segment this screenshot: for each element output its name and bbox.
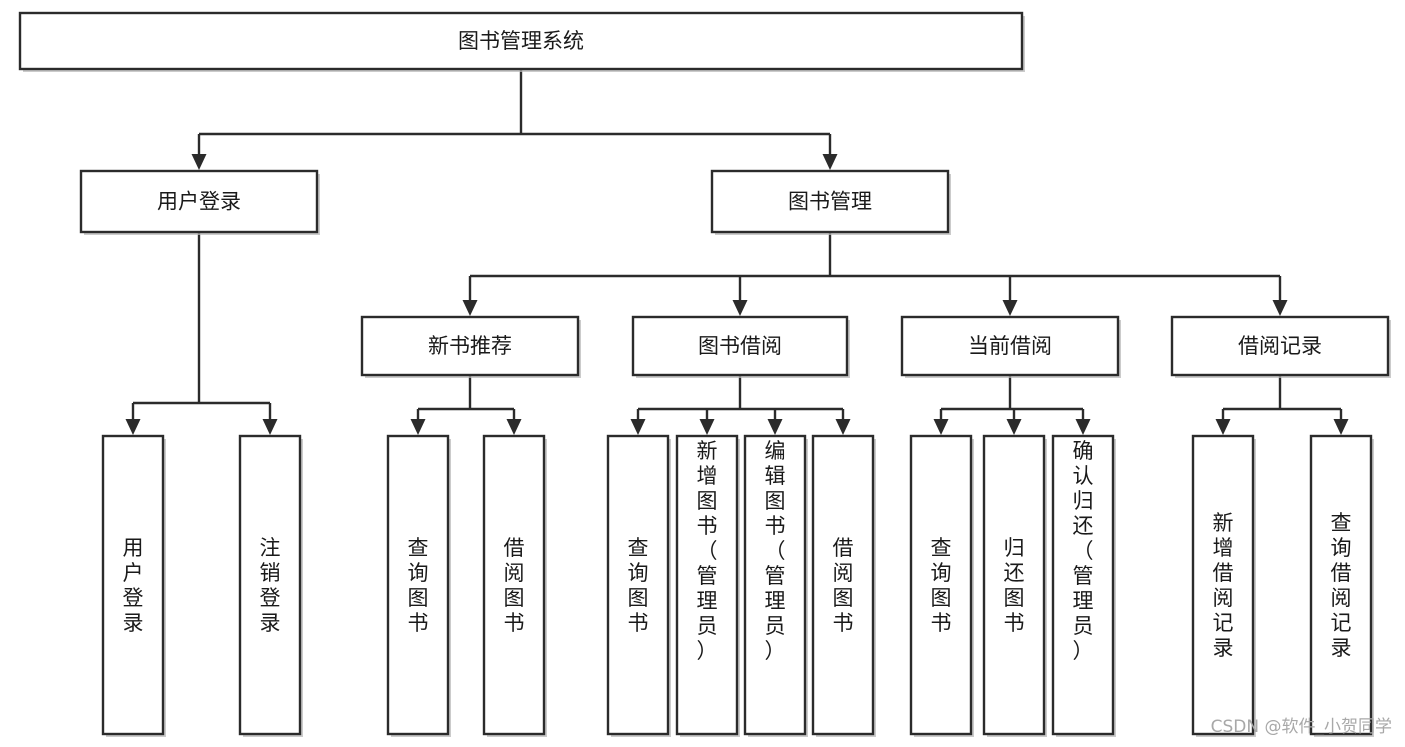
arrow-head-icon xyxy=(410,419,426,435)
node-label-vertical: 注销登录 xyxy=(260,536,281,635)
node-user-login[interactable]: 用户登录 xyxy=(79,169,320,235)
node-root[interactable]: 图书管理系统 xyxy=(18,11,1025,72)
node-box[interactable] xyxy=(238,434,302,736)
node-box[interactable] xyxy=(606,434,670,736)
connector-edge-recommend-group xyxy=(410,375,522,435)
node-box[interactable] xyxy=(18,11,1024,71)
connector-edge-userlogin-group xyxy=(125,232,278,435)
node-box[interactable] xyxy=(482,434,546,736)
arrow-head-icon xyxy=(462,300,478,316)
node-leaf-rec-borrow-book[interactable]: 借阅图书 xyxy=(482,434,547,737)
arrow-head-icon xyxy=(1215,419,1231,435)
node-leaf-borrow-query-book[interactable]: 查询图书 xyxy=(606,434,671,737)
node-label-vertical: 确认归还（管理员） xyxy=(1073,439,1094,663)
node-label-vertical: 借阅图书 xyxy=(504,536,525,635)
arrow-head-icon xyxy=(822,154,838,170)
arrow-head-icon xyxy=(125,419,141,435)
node-label-vertical: 查询图书 xyxy=(628,536,649,635)
node-leaf-user-logout[interactable]: 注销登录 xyxy=(238,434,303,737)
node-label-vertical: 新增图书（管理员） xyxy=(697,439,718,663)
node-leaf-user-login[interactable]: 用户登录 xyxy=(101,434,166,737)
node-leaf-borrow-add-book[interactable]: 新增图书（管理员） xyxy=(675,434,740,737)
node-leaf-cur-confirm-return[interactable]: 确认归还（管理员） xyxy=(1051,434,1116,737)
node-label-vertical: 查询图书 xyxy=(931,536,952,635)
node-label: 用户登录 xyxy=(157,190,241,214)
node-new-book-recommend[interactable]: 新书推荐 xyxy=(360,315,581,378)
node-box[interactable] xyxy=(811,434,875,736)
nodes-layer: 图书管理系统用户登录图书管理新书推荐图书借阅当前借阅借阅记录用户登录注销登录查询… xyxy=(18,11,1391,737)
arrow-head-icon xyxy=(1006,419,1022,435)
node-label-vertical: 借阅图书 xyxy=(833,536,854,635)
node-label-vertical: 查询图书 xyxy=(408,536,429,635)
node-box[interactable] xyxy=(900,315,1120,377)
arrow-head-icon xyxy=(732,300,748,316)
node-label: 图书借阅 xyxy=(698,334,782,358)
node-label-vertical: 用户登录 xyxy=(123,536,144,635)
node-box[interactable] xyxy=(982,434,1046,736)
connector-edge-current-group xyxy=(933,375,1091,435)
node-leaf-rec-add-record[interactable]: 新增借阅记录 xyxy=(1191,434,1256,737)
node-leaf-cur-query-book[interactable]: 查询图书 xyxy=(909,434,974,737)
arrow-head-icon xyxy=(191,154,207,170)
node-box[interactable] xyxy=(360,315,580,377)
node-label: 新书推荐 xyxy=(428,334,512,358)
arrow-head-icon xyxy=(1002,300,1018,316)
node-box[interactable] xyxy=(101,434,165,736)
node-label: 当前借阅 xyxy=(968,334,1052,358)
node-label: 图书管理系统 xyxy=(458,29,584,53)
arrow-head-icon xyxy=(262,419,278,435)
node-label-vertical: 编辑图书（管理员） xyxy=(765,439,786,663)
node-box[interactable] xyxy=(909,434,973,736)
node-box[interactable] xyxy=(1191,434,1255,736)
connector-edge-borrow-group xyxy=(630,375,851,435)
arrow-head-icon xyxy=(767,419,783,435)
arrow-head-icon xyxy=(933,419,949,435)
node-box[interactable] xyxy=(743,434,807,736)
arrow-head-icon xyxy=(506,419,522,435)
node-box[interactable] xyxy=(386,434,450,736)
node-label-vertical: 新增借阅记录 xyxy=(1213,511,1234,660)
node-leaf-rec-query-book[interactable]: 查询图书 xyxy=(386,434,451,737)
arrow-head-icon xyxy=(1075,419,1091,435)
node-label: 借阅记录 xyxy=(1238,334,1322,358)
node-leaf-borrow-borrow-book[interactable]: 借阅图书 xyxy=(811,434,876,737)
edges-layer xyxy=(125,69,1349,435)
arrow-head-icon xyxy=(1272,300,1288,316)
node-box[interactable] xyxy=(675,434,739,736)
arrow-head-icon xyxy=(630,419,646,435)
node-box[interactable] xyxy=(1309,434,1373,736)
node-box[interactable] xyxy=(631,315,849,377)
node-box[interactable] xyxy=(79,169,319,234)
node-current-borrow[interactable]: 当前借阅 xyxy=(900,315,1121,378)
node-borrow-record[interactable]: 借阅记录 xyxy=(1170,315,1391,378)
node-leaf-cur-return-book[interactable]: 归还图书 xyxy=(982,434,1047,737)
arrow-head-icon xyxy=(699,419,715,435)
node-leaf-rec-query-record[interactable]: 查询借阅记录 xyxy=(1309,434,1374,737)
connector-edge-record-group xyxy=(1215,375,1349,435)
node-label-vertical: 查询借阅记录 xyxy=(1331,511,1352,660)
arrow-head-icon xyxy=(835,419,851,435)
node-box[interactable] xyxy=(710,169,950,234)
arrow-head-icon xyxy=(1333,419,1349,435)
connector-edge-bookmanage-group xyxy=(462,232,1288,316)
csdn-watermark: CSDN @软件_小贺同学 xyxy=(1211,717,1392,737)
node-leaf-borrow-edit-book[interactable]: 编辑图书（管理员） xyxy=(743,434,808,737)
connector-edge-root-group xyxy=(191,69,838,170)
node-label: 图书管理 xyxy=(788,190,872,214)
node-book-borrow[interactable]: 图书借阅 xyxy=(631,315,850,378)
node-box[interactable] xyxy=(1051,434,1115,736)
node-box[interactable] xyxy=(1170,315,1390,377)
node-book-manage[interactable]: 图书管理 xyxy=(710,169,951,235)
node-label-vertical: 归还图书 xyxy=(1004,536,1025,635)
